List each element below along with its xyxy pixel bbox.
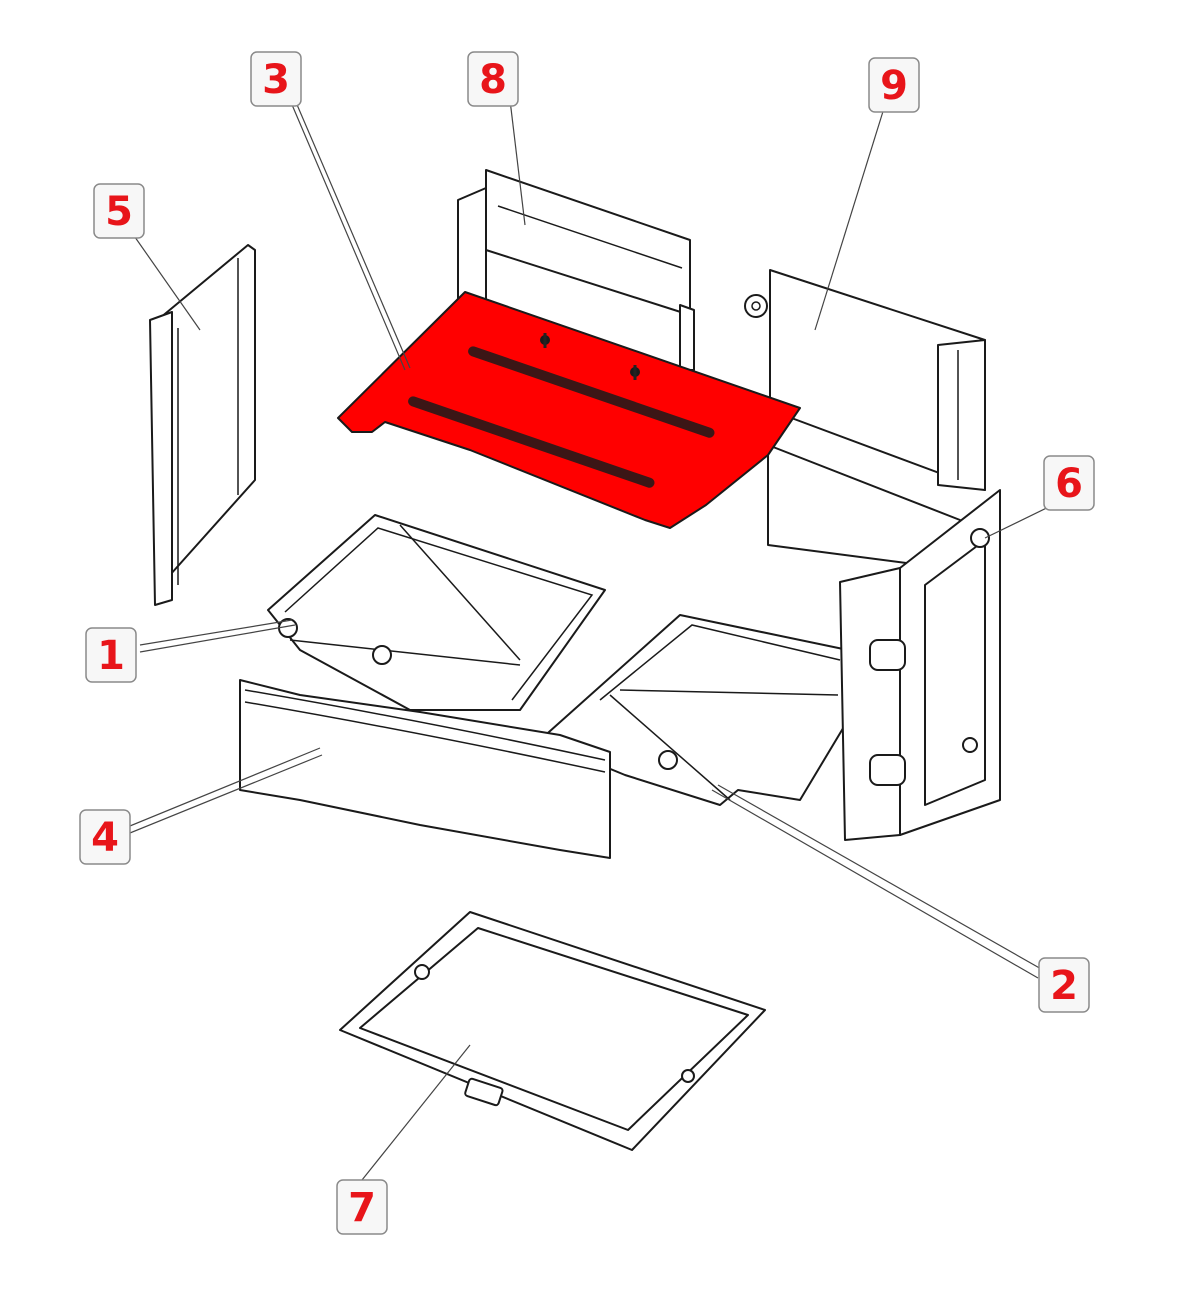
callout-2[interactable]: 2 bbox=[1038, 957, 1090, 1013]
callout-4-label: 4 bbox=[91, 815, 119, 861]
leader-4 bbox=[124, 747, 321, 829]
part-9-back-plate[interactable] bbox=[744, 269, 986, 571]
baffle-plate-fill bbox=[337, 291, 801, 529]
part-7-ash-pan[interactable] bbox=[339, 911, 766, 1151]
part-6-door-frame[interactable] bbox=[839, 489, 1001, 841]
leader-7 bbox=[361, 1044, 471, 1181]
leader-4b bbox=[124, 754, 323, 836]
callout-6-label: 6 bbox=[1055, 461, 1083, 507]
callout-7-label: 7 bbox=[348, 1185, 376, 1231]
leader-3 bbox=[289, 99, 406, 371]
callouts: 1 2 3 4 5 6 7 8 bbox=[79, 51, 1095, 1235]
leader-1 bbox=[139, 619, 293, 646]
callout-5[interactable]: 5 bbox=[93, 183, 145, 239]
part-2-right-grate[interactable] bbox=[539, 614, 849, 806]
leader-5 bbox=[129, 229, 201, 331]
leader-2 bbox=[717, 784, 1044, 971]
leader-8 bbox=[509, 99, 526, 226]
callout-8[interactable]: 8 bbox=[467, 51, 519, 107]
leader-1b bbox=[139, 624, 296, 653]
leader-2b bbox=[711, 789, 1039, 979]
part-8-rear-plate[interactable] bbox=[457, 169, 695, 371]
part-5-side-plate[interactable] bbox=[149, 244, 256, 606]
callout-9[interactable]: 9 bbox=[868, 57, 920, 113]
callout-7[interactable]: 7 bbox=[336, 1179, 388, 1235]
part-3-baffle-plate[interactable] bbox=[337, 291, 801, 529]
callout-5-label: 5 bbox=[105, 189, 133, 235]
leader-lines bbox=[124, 99, 1064, 1181]
leader-9 bbox=[814, 104, 886, 331]
callout-4[interactable]: 4 bbox=[79, 809, 131, 865]
callout-3[interactable]: 3 bbox=[250, 51, 302, 107]
part-1-left-grate[interactable] bbox=[267, 514, 606, 711]
part-4-front-lip[interactable] bbox=[239, 679, 611, 859]
callout-6[interactable]: 6 bbox=[1043, 455, 1095, 511]
leader-3b bbox=[294, 99, 411, 369]
callout-1-label: 1 bbox=[97, 633, 125, 679]
callout-9-label: 9 bbox=[880, 63, 908, 109]
callout-8-label: 8 bbox=[479, 57, 507, 103]
callout-2-label: 2 bbox=[1050, 963, 1078, 1009]
callout-1[interactable]: 1 bbox=[85, 627, 137, 683]
callout-3-label: 3 bbox=[262, 57, 290, 103]
